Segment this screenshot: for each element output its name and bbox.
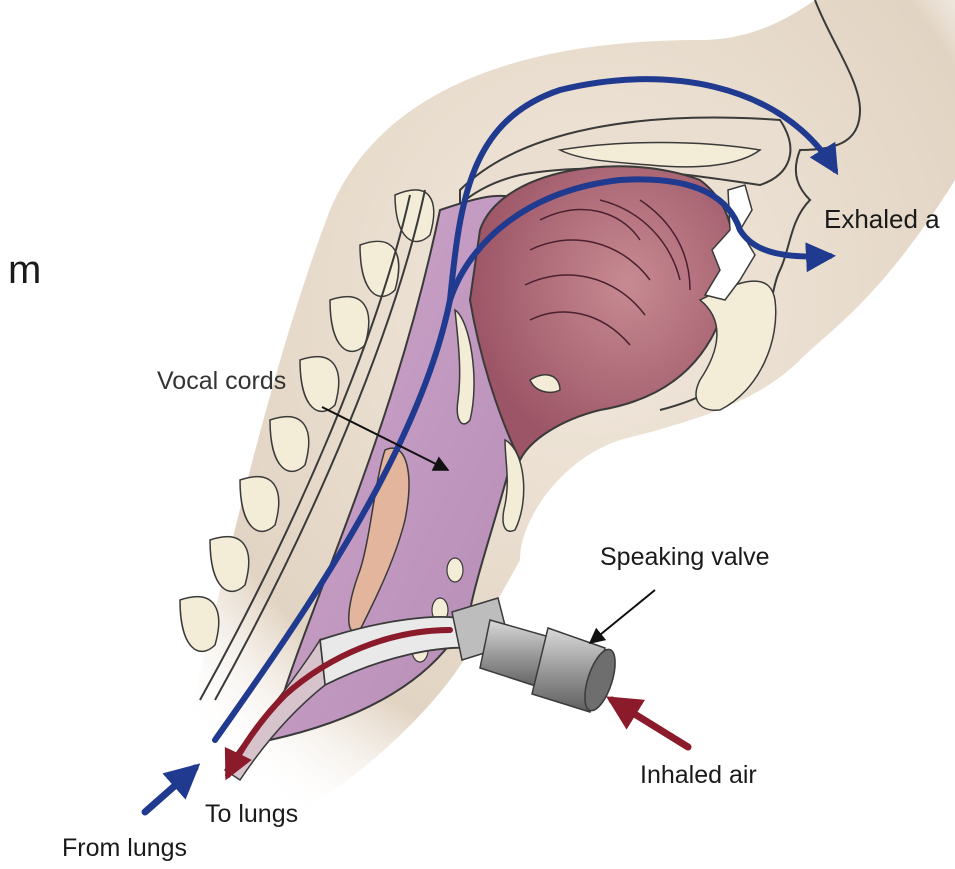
inhaled-arrow-icon	[612, 700, 688, 747]
truncated-text: m	[8, 250, 41, 290]
exhaled-air-label: Exhaled a	[824, 206, 940, 232]
inhaled-air-label: Inhaled air	[640, 763, 757, 788]
vocal-cords-label: Vocal cords	[157, 369, 286, 394]
valve-pointer-line	[590, 590, 655, 643]
speaking-valve-label: Speaking valve	[600, 545, 770, 570]
from-lungs-label: From lungs	[62, 836, 187, 861]
to-lungs-label: To lungs	[205, 802, 298, 827]
speaking-valve	[452, 598, 621, 714]
